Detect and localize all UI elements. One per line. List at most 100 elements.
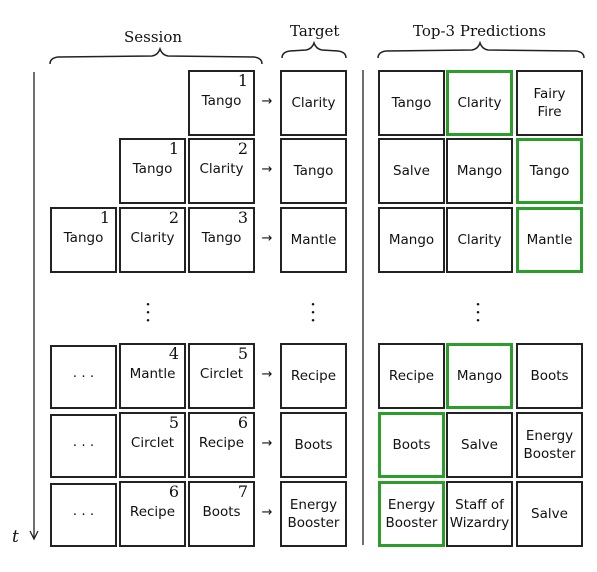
position-index: 5 <box>168 413 179 432</box>
prediction-label: Staff of Wizardry <box>449 497 510 531</box>
prediction-cell: Mango <box>378 207 445 273</box>
item-label: Clarity <box>130 230 175 246</box>
arrow-to-target: → <box>261 367 273 382</box>
position-index: 4 <box>168 344 179 363</box>
item-label: Circlet <box>199 366 244 382</box>
position-index: 3 <box>237 208 248 227</box>
session-brace <box>49 46 263 65</box>
prediction-cell: Salve <box>516 481 583 547</box>
ellipsis-label: · · · <box>72 507 95 523</box>
session-ellipsis-cell: · · · <box>50 414 117 478</box>
target-cell: Boots <box>280 412 347 478</box>
arrow-to-target: → <box>261 505 273 520</box>
prediction-cell: Energy Booster <box>516 412 583 478</box>
prediction-label: Tango <box>529 163 570 179</box>
target-cell: Clarity <box>280 70 347 136</box>
prediction-cell-correct: Tango <box>516 138 583 204</box>
item-label: Clarity <box>199 161 244 177</box>
arrow-to-target: → <box>261 436 273 451</box>
item-label: Tango <box>201 230 242 246</box>
arrow-to-target: → <box>261 162 273 177</box>
item-label: Boots <box>202 504 241 520</box>
item-label: Tango <box>132 161 173 177</box>
prediction-label: Tango <box>391 95 432 111</box>
position-index: 2 <box>237 139 248 158</box>
position-index: 6 <box>168 482 179 501</box>
position-index: 1 <box>99 208 110 227</box>
prediction-label: Salve <box>531 506 568 522</box>
time-axis-arrowhead <box>29 530 39 541</box>
prediction-cell: Boots <box>516 343 583 409</box>
item-label: Mantle <box>129 366 176 382</box>
prediction-label: Fairy Fire <box>533 86 566 120</box>
header-predictions: Top-3 Predictions <box>413 22 547 40</box>
prediction-cell: Fairy Fire <box>516 70 583 136</box>
prediction-cell-correct: Clarity <box>446 70 513 136</box>
ellipsis-label: · · · <box>72 369 95 385</box>
item-label: Recipe <box>198 435 245 451</box>
prediction-label: Boots <box>392 437 431 453</box>
prediction-cell: Salve <box>446 412 513 478</box>
prediction-cell: Salve <box>378 138 445 204</box>
position-index: 1 <box>168 139 179 158</box>
target-label: Clarity <box>291 95 336 111</box>
item-label: Tango <box>63 230 104 246</box>
target-cell: Energy Booster <box>280 481 347 547</box>
prediction-label: Mango <box>456 368 503 384</box>
item-label: Recipe <box>129 504 176 520</box>
position-index: 5 <box>237 344 248 363</box>
prediction-cell: Tango <box>378 70 445 136</box>
target-cell: Recipe <box>280 343 347 409</box>
session-ellipsis-cell: · · · <box>50 345 117 409</box>
prediction-label: Energy Booster <box>523 428 576 462</box>
prediction-label: Mango <box>456 163 503 179</box>
prediction-label: Salve <box>393 163 430 179</box>
target-label: Mantle <box>290 232 337 248</box>
arrow-to-target: → <box>261 94 273 109</box>
prediction-label: Boots <box>530 368 569 384</box>
target-cell: Mantle <box>280 207 347 273</box>
prediction-label: Salve <box>461 437 498 453</box>
prediction-cell: Clarity <box>446 207 513 273</box>
prediction-cell: Staff of Wizardry <box>446 481 513 547</box>
position-index: 1 <box>237 71 248 90</box>
prediction-label: Mantle <box>526 232 573 248</box>
time-axis-label: t <box>12 527 19 547</box>
target-label: Tango <box>293 163 334 179</box>
vertical-ellipsis-target: ··· <box>309 292 317 332</box>
position-index: 6 <box>237 413 248 432</box>
prediction-cell-correct: Energy Booster <box>378 481 445 547</box>
header-target: Target <box>290 22 340 40</box>
target-label: Energy Booster <box>287 497 340 531</box>
prediction-cell: Mango <box>446 138 513 204</box>
prediction-label: Energy Booster <box>385 497 438 531</box>
item-label: Tango <box>201 93 242 109</box>
position-index: 7 <box>237 482 248 501</box>
prediction-cell: Recipe <box>378 343 445 409</box>
prediction-label: Clarity <box>457 95 502 111</box>
prediction-label: Recipe <box>388 368 435 384</box>
vertical-ellipsis-session: ··· <box>144 292 152 332</box>
target-brace <box>281 40 347 59</box>
prediction-label: Mango <box>388 232 435 248</box>
prediction-cell-correct: Mantle <box>516 207 583 273</box>
session-ellipsis-cell: · · · <box>50 483 117 547</box>
target-label: Boots <box>294 437 333 453</box>
target-label: Recipe <box>290 368 337 384</box>
prediction-label: Clarity <box>457 232 502 248</box>
target-cell: Tango <box>280 138 347 204</box>
position-index: 2 <box>168 208 179 227</box>
vertical-ellipsis-predictions: ··· <box>474 292 482 332</box>
header-session: Session <box>124 28 183 46</box>
